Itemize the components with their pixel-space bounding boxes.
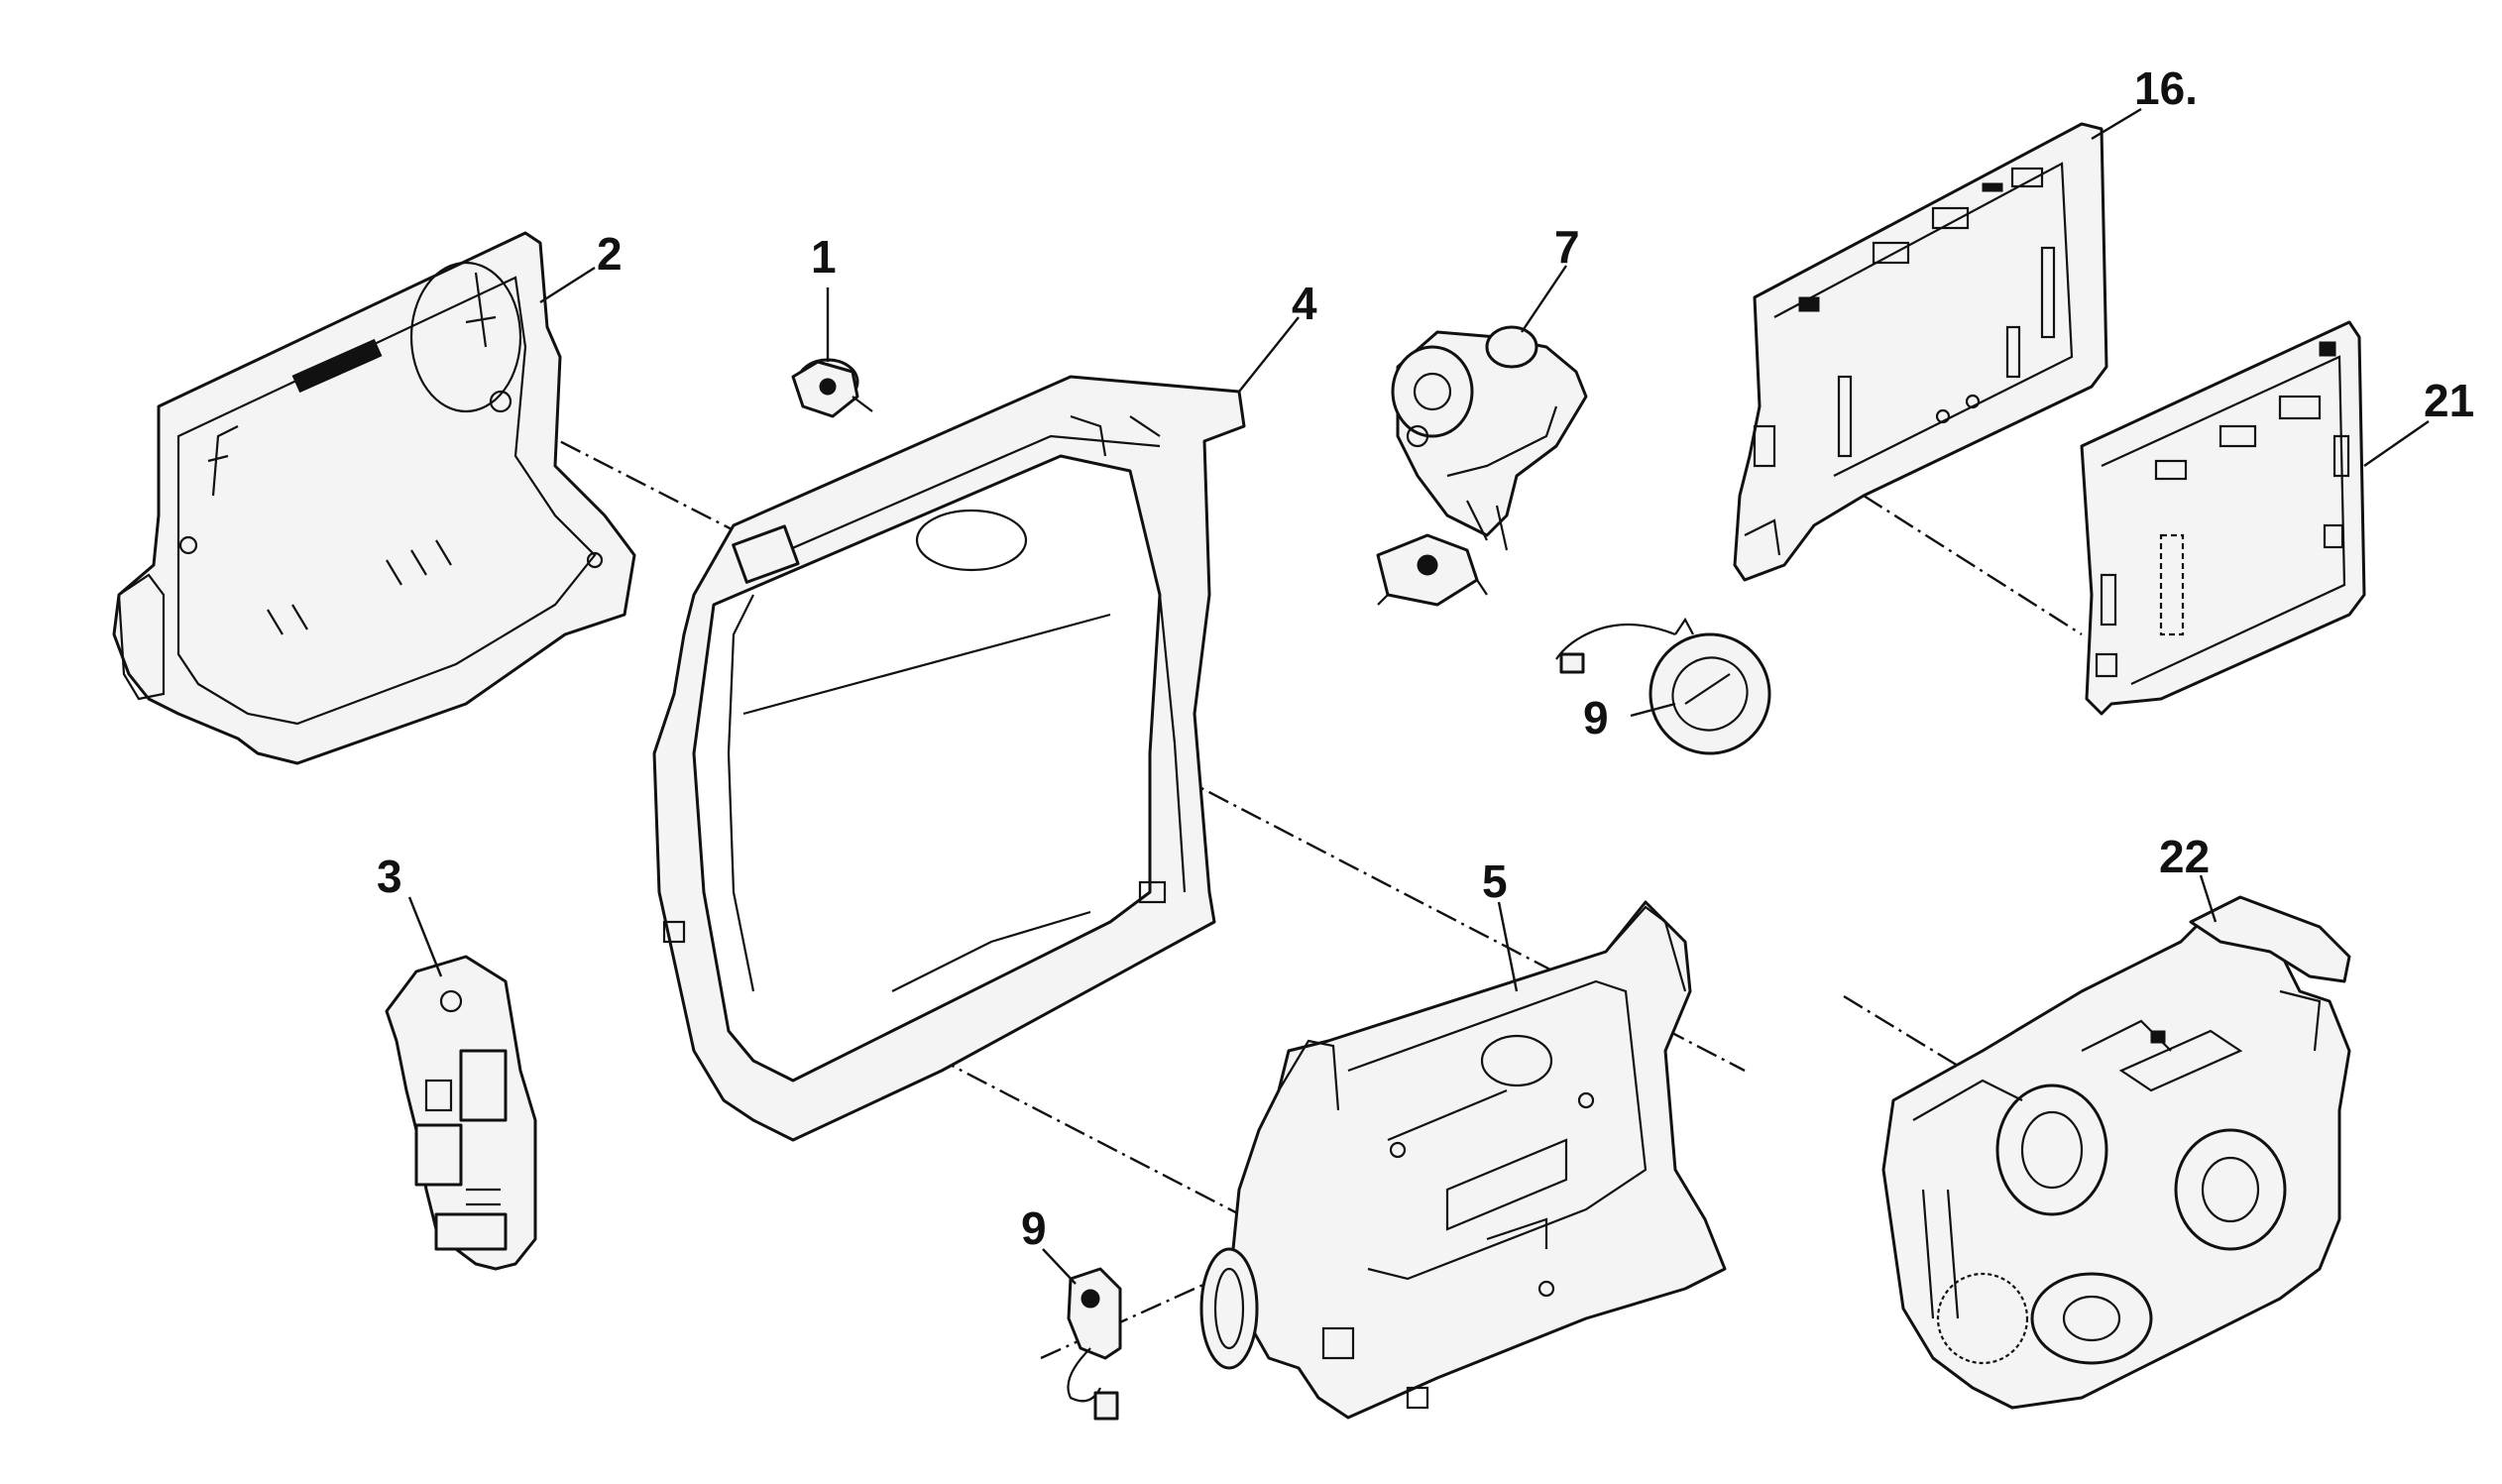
label-part-16: 16. <box>2134 62 2198 114</box>
label-part-1: 1 <box>811 231 837 283</box>
part-labels: 1 2 3 4 5 7 9 9 16. 21 22 <box>377 62 2474 1254</box>
label-part-21: 21 <box>2424 375 2474 426</box>
label-part-9-lower: 9 <box>1021 1202 1047 1254</box>
part-3-power-unit <box>385 955 537 1271</box>
part-9-switch <box>1067 1267 1122 1421</box>
part-4-main-frame <box>652 375 1246 1142</box>
label-part-22: 22 <box>2159 831 2210 882</box>
label-part-7: 7 <box>1554 221 1580 273</box>
label-part-9-upper: 9 <box>1583 692 1609 743</box>
part-21-circuit-board <box>2080 320 2366 716</box>
label-part-3: 3 <box>377 851 402 902</box>
label-part-5: 5 <box>1482 856 1508 907</box>
part-22-drive-mechanism <box>1881 895 2351 1410</box>
part-9-speaker <box>1555 617 1771 755</box>
label-part-2: 2 <box>597 228 623 280</box>
part-5-lower-chassis <box>1199 900 1727 1420</box>
part-16-circuit-board <box>1733 122 2108 582</box>
label-part-4: 4 <box>1292 278 1317 329</box>
part-2-side-panel <box>112 231 636 765</box>
leader-lines <box>407 107 2430 1285</box>
part-7-mechanism <box>1376 325 1588 607</box>
part-1-knob <box>791 358 873 418</box>
